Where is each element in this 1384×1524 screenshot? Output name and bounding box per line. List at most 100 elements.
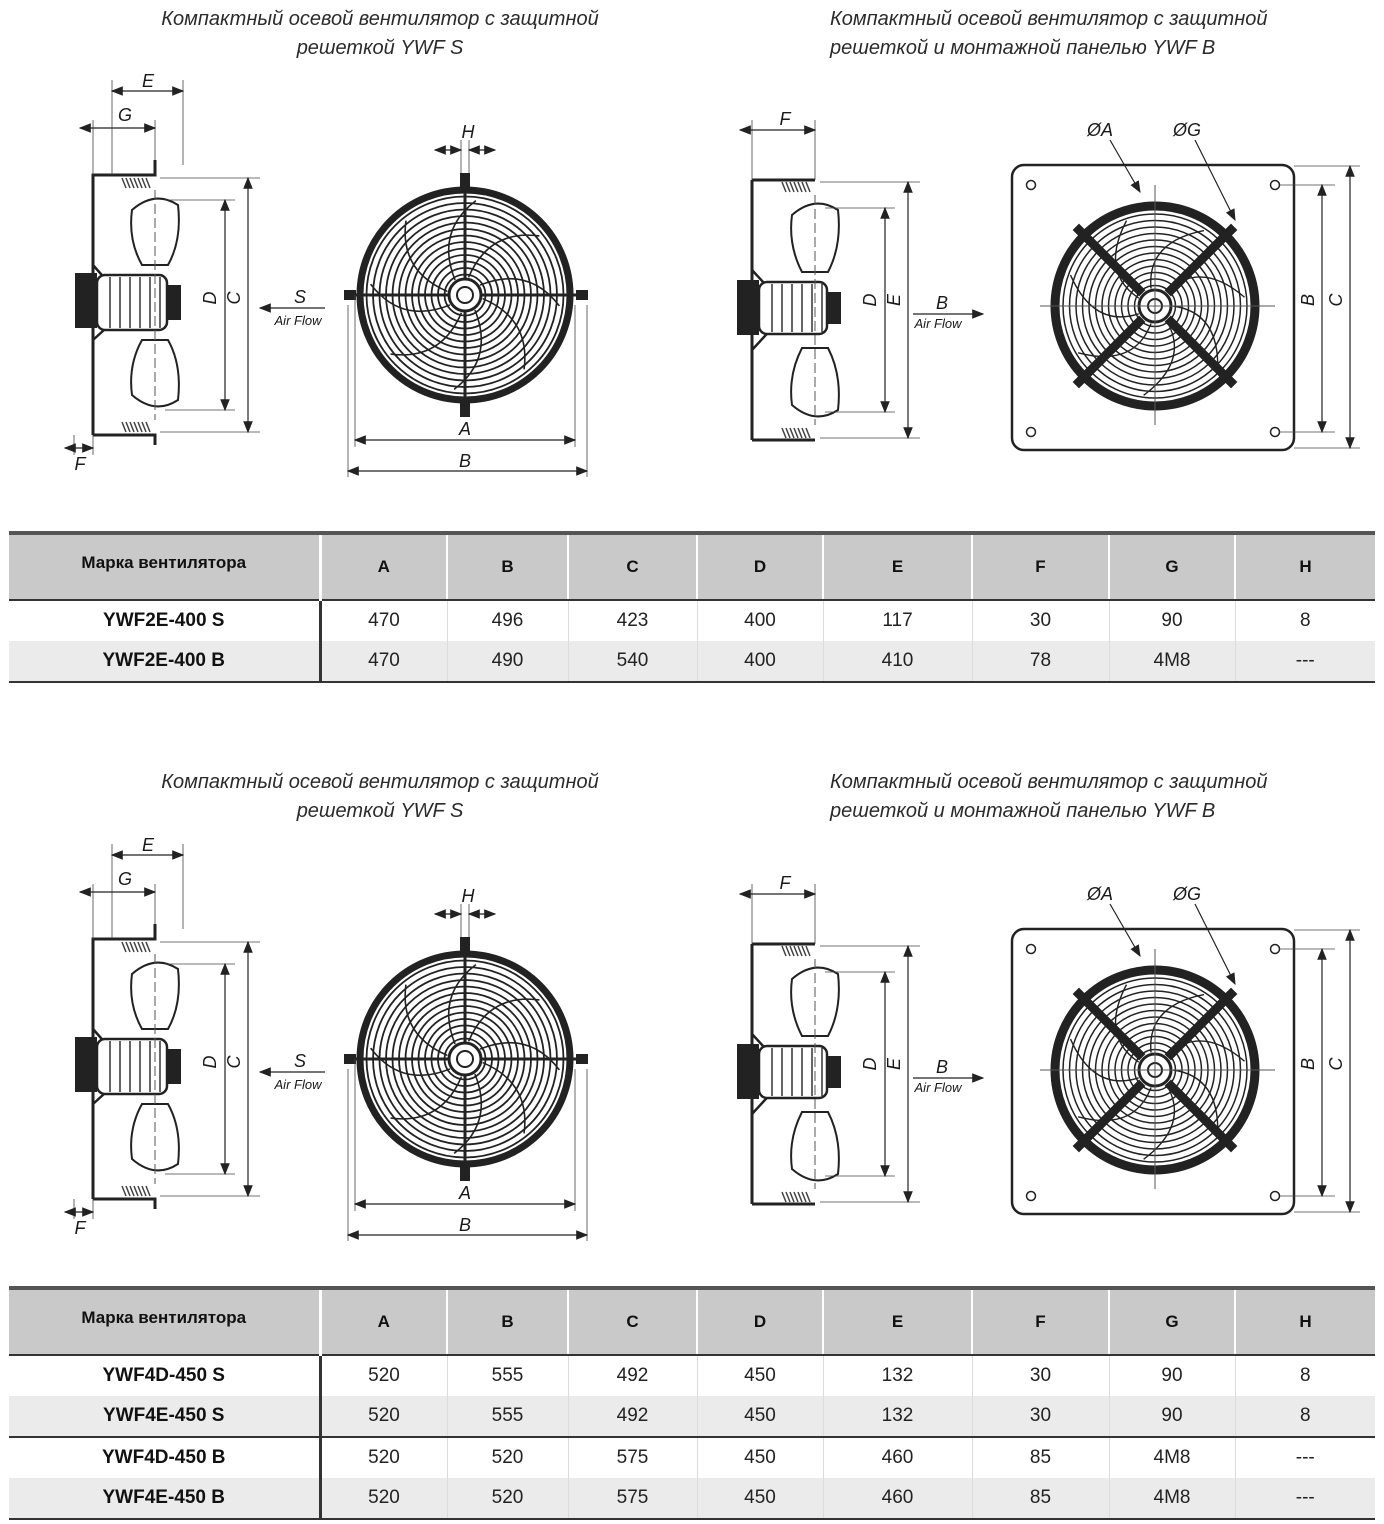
spec-table-450: Марка вентилятора A B C D E F G H YWF4D-… bbox=[9, 1286, 1375, 1520]
hatch bbox=[141, 421, 147, 433]
blade-curve bbox=[369, 1047, 451, 1077]
cell-h: --- bbox=[1234, 1478, 1375, 1520]
cell-g: 90 bbox=[1108, 600, 1235, 641]
cell-b: 520 bbox=[446, 1478, 568, 1520]
dim-h-label: H bbox=[462, 886, 476, 906]
dim-phi-g-label: ØG bbox=[1172, 120, 1201, 140]
dim-c-label: C bbox=[224, 291, 244, 305]
mount-tab-top bbox=[460, 937, 470, 951]
hatch bbox=[781, 181, 787, 193]
header-b: B bbox=[447, 533, 569, 601]
table-row: YWF2E-400 B 470 490 540 400 410 78 4M8 -… bbox=[9, 641, 1375, 683]
airflow-label: Air Flow bbox=[274, 313, 324, 328]
cell-e: 132 bbox=[822, 1396, 972, 1437]
cell-a: 470 bbox=[319, 600, 447, 641]
motor-body bbox=[757, 1044, 829, 1100]
housing-bottom bbox=[93, 1197, 157, 1209]
mount-tab-right bbox=[576, 1054, 588, 1064]
leader-phi-g bbox=[1194, 139, 1236, 222]
hatch bbox=[801, 945, 807, 957]
blade-curve bbox=[467, 998, 540, 1042]
hatch bbox=[781, 427, 787, 439]
mount-tab-left bbox=[344, 1054, 356, 1064]
table-row: YWF4E-450 S 520 555 492 450 132 30 90 8 bbox=[9, 1396, 1375, 1437]
blade-curve bbox=[447, 963, 477, 1045]
airflow-b-label: B bbox=[936, 293, 948, 313]
header-c: C bbox=[568, 533, 698, 601]
hatch bbox=[797, 427, 803, 439]
airflow-label: Air Flow bbox=[274, 1077, 324, 1092]
table-row: YWF4D-450 B 520 520 575 450 460 85 4M8 -… bbox=[9, 1436, 1375, 1478]
hatch bbox=[125, 177, 131, 189]
support-arm bbox=[1164, 223, 1238, 297]
dim-f-label: F bbox=[780, 109, 792, 129]
hatch bbox=[137, 1185, 143, 1197]
blade-curve bbox=[479, 277, 561, 307]
motor-front bbox=[167, 285, 181, 320]
leader-phi-a bbox=[1109, 139, 1141, 194]
blade-curve bbox=[1069, 274, 1139, 318]
header-c: C bbox=[568, 1288, 698, 1356]
hatch bbox=[129, 1185, 135, 1197]
hatch bbox=[781, 945, 787, 957]
hatch bbox=[801, 1191, 807, 1203]
blade-curve bbox=[1172, 305, 1219, 371]
dim-f-label: F bbox=[75, 454, 87, 474]
blade-curve bbox=[390, 312, 463, 356]
blade-curve bbox=[453, 309, 483, 391]
hatch bbox=[129, 941, 135, 953]
header-b: B bbox=[447, 1288, 569, 1356]
airflow-s-label: S bbox=[294, 287, 306, 307]
dim-b-label: B bbox=[459, 1215, 471, 1235]
hatch bbox=[789, 181, 795, 193]
mount-tab-left bbox=[344, 290, 356, 300]
motor-front bbox=[167, 1049, 181, 1084]
cell-e: 410 bbox=[822, 641, 972, 683]
blade-top bbox=[130, 197, 180, 266]
hatch bbox=[133, 1185, 139, 1197]
cell-model: YWF4D-450 B bbox=[9, 1436, 322, 1478]
airflow-label: Air Flow bbox=[914, 1080, 964, 1095]
cell-f: 30 bbox=[971, 1396, 1109, 1437]
cell-d: 450 bbox=[696, 1355, 823, 1396]
hatch bbox=[797, 1191, 803, 1203]
dim-f-label: F bbox=[780, 873, 792, 893]
cell-e: 117 bbox=[822, 600, 972, 641]
hatch bbox=[789, 427, 795, 439]
hatch bbox=[805, 945, 811, 957]
hatch bbox=[793, 1191, 799, 1203]
cell-f: 85 bbox=[971, 1436, 1109, 1478]
cell-a: 520 bbox=[319, 1396, 447, 1437]
blade-curve bbox=[404, 220, 448, 293]
cell-h: 8 bbox=[1234, 1396, 1375, 1437]
cell-f: 85 bbox=[971, 1478, 1109, 1520]
hatch bbox=[797, 945, 803, 957]
hatch bbox=[801, 181, 807, 193]
mounting-hole bbox=[1025, 943, 1037, 955]
header-g: G bbox=[1109, 1288, 1236, 1356]
cell-b: 496 bbox=[446, 600, 568, 641]
dim-f-label: F bbox=[75, 1218, 87, 1238]
mounting-hole bbox=[1269, 943, 1281, 955]
hatch bbox=[805, 181, 811, 193]
table-row: YWF4E-450 B 520 520 575 450 460 85 4M8 -… bbox=[9, 1478, 1375, 1520]
header-a: A bbox=[320, 1288, 448, 1356]
cell-model: YWF4E-450 B bbox=[9, 1478, 322, 1520]
cell-model: YWF2E-400 B bbox=[9, 641, 322, 683]
hub-inner bbox=[456, 286, 474, 304]
cell-e: 132 bbox=[822, 1355, 972, 1396]
mounting-hole bbox=[1025, 426, 1037, 438]
cell-a: 520 bbox=[319, 1478, 447, 1520]
header-d: D bbox=[697, 1288, 824, 1356]
header-h: H bbox=[1235, 1288, 1375, 1356]
caption-ywf-b-line2: решеткой и монтажной панелью YWF B bbox=[830, 800, 1216, 822]
hatch bbox=[145, 177, 151, 189]
hatch bbox=[789, 945, 795, 957]
airflow-b-label: B bbox=[936, 1057, 948, 1077]
dim-c-label: C bbox=[224, 1055, 244, 1069]
mounting-hole bbox=[1025, 179, 1037, 191]
cell-f: 78 bbox=[971, 641, 1109, 683]
